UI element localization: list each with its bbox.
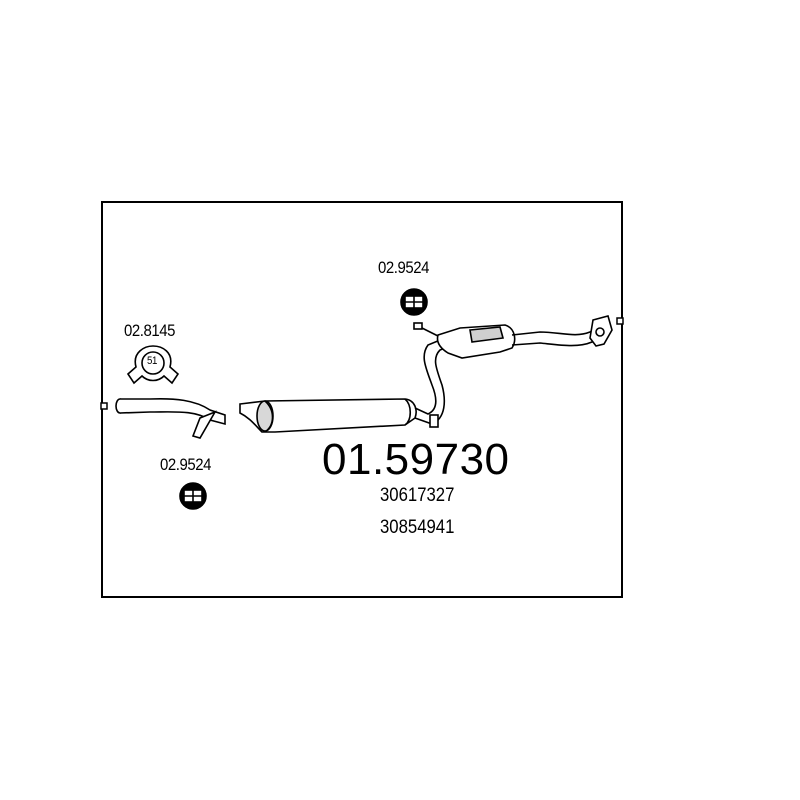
oe-number-2: 30854941 xyxy=(380,517,455,538)
clamp-code: 02.8145 xyxy=(124,321,175,340)
hanger-icon-top xyxy=(400,288,428,316)
hanger-code-top: 02.9524 xyxy=(378,258,429,277)
hanger-code-left: 02.9524 xyxy=(160,455,211,474)
centre-muffler xyxy=(413,322,516,359)
clamp-size: 51 xyxy=(147,355,157,367)
hanger-icon-left xyxy=(179,482,207,510)
tailpipe xyxy=(115,397,226,439)
oe-number-1: 30617327 xyxy=(380,485,455,506)
right-end-marker xyxy=(616,317,624,325)
rear-muffler xyxy=(239,398,417,433)
diagram-frame xyxy=(101,201,623,598)
clamp-icon xyxy=(126,345,180,385)
left-end-marker xyxy=(100,402,108,410)
front-pipe xyxy=(511,315,613,347)
part-number: 01.59730 xyxy=(322,435,510,484)
connecting-pipe xyxy=(414,337,453,428)
